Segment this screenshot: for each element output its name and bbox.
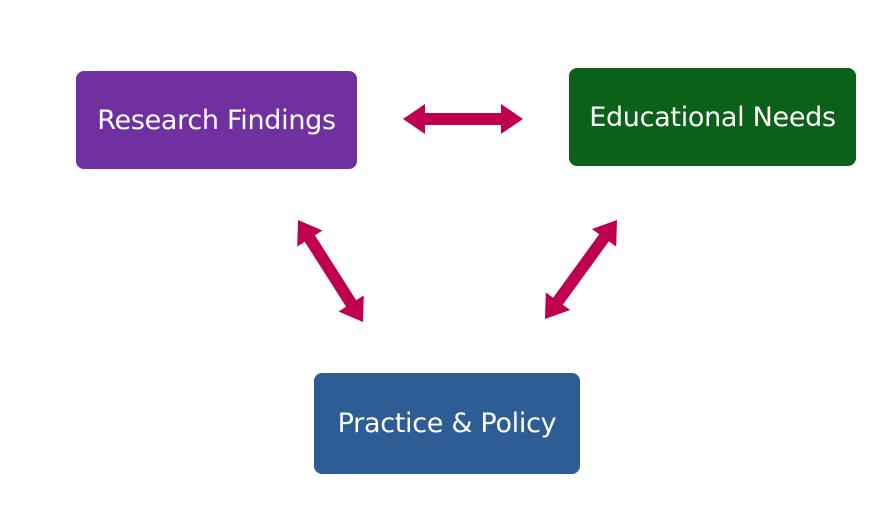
node-educational-needs: Educational Needs — [569, 68, 856, 166]
node-educational-needs-label: Educational Needs — [589, 101, 836, 133]
arrow-research-practice — [297, 220, 364, 322]
arrow-needs-practice — [545, 220, 617, 319]
node-research-findings-label: Research Findings — [97, 104, 336, 136]
node-practice-policy: Practice & Policy — [314, 373, 580, 474]
arrow-research-needs — [403, 104, 523, 134]
node-research-findings: Research Findings — [76, 71, 357, 169]
node-practice-policy-label: Practice & Policy — [337, 408, 557, 439]
